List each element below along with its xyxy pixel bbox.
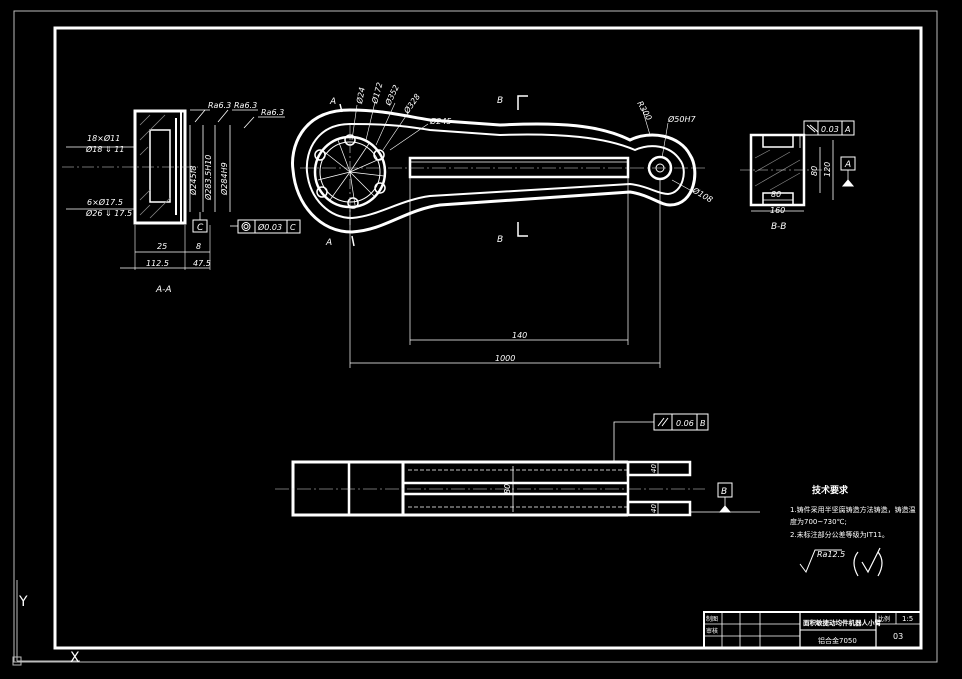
tech-req-line3: 2.未标注部分公差等级为IT11。 (790, 530, 889, 539)
bottom-tol-value: 0.06 (676, 419, 694, 428)
main-dim-d50: Ø50H7 (667, 114, 696, 124)
main-dim-1000: 1000 (495, 354, 515, 363)
main-cut-b-top: B (497, 96, 503, 106)
bottom-view (275, 413, 760, 517)
connecting-rod-view (291, 95, 705, 368)
tb-title: 面积敏捷动均件机器人小臂 (803, 618, 882, 627)
aa-dia3: Ø284H9 (219, 162, 229, 196)
aa-holes-bot-cb: Ø26 ⇓ 17.5 (85, 208, 132, 218)
main-dim-d328: Ø328 (401, 92, 422, 116)
aa-dim-47: 47.5 (193, 259, 211, 268)
aa-dim-112: 112.5 (146, 259, 169, 268)
bb-datum: A (844, 160, 851, 170)
bb-dim-160: 160 (770, 206, 785, 215)
section-bb-view (740, 120, 856, 212)
aa-datum-c: C (197, 223, 204, 233)
bb-dim-80a: 80 (810, 166, 819, 176)
bb-dim-120: 120 (823, 162, 832, 177)
tech-req-title: 技术要求 (812, 484, 849, 496)
aa-tol-datum: C (290, 223, 296, 232)
main-dim-d245: Ø245 (429, 116, 452, 126)
title-block (703, 611, 922, 649)
bottom-dim-40b: 40 (650, 504, 658, 513)
axis-y-label: Y (18, 594, 28, 610)
bb-tol-datum: A (844, 125, 850, 134)
tb-scale-label: 比例 (878, 615, 890, 623)
bottom-dim-40a: 40 (650, 464, 658, 473)
aa-holes-top: 18×Ø11 (87, 133, 120, 143)
main-cut-a-bot: A (325, 238, 332, 248)
aa-ra2: Ra6.3 (234, 101, 257, 110)
tb-code: 03 (893, 632, 903, 641)
aa-tol-value: Ø0.03 (257, 222, 282, 232)
main-dim-d108: Ø108 (690, 185, 715, 205)
aa-dia2: Ø283.5H10 (203, 155, 213, 201)
roughness-symbol (799, 547, 883, 577)
aa-dia1: Ø245f8 (188, 166, 198, 196)
bb-section-label: B-B (771, 222, 786, 232)
aa-dim-8: 8 (196, 242, 201, 251)
main-dim-d172: Ø172 (369, 81, 385, 105)
roughness-ra: Ra12.5 (817, 550, 845, 559)
outer-frame (13, 10, 938, 663)
inner-frame (53, 26, 923, 650)
main-dim-r300: R300 (635, 100, 653, 123)
main-dim-d352: Ø352 (382, 83, 401, 108)
ucs-icon (12, 580, 80, 666)
aa-holes-bot: 6×Ø17.5 (87, 197, 123, 207)
aa-dim-25: 25 (157, 242, 167, 251)
main-dim-d24: Ø24 (354, 86, 367, 105)
aa-holes-top-cb: Ø18 ⇓ 11 (85, 144, 124, 154)
section-aa-view (62, 109, 301, 270)
main-cut-a-top: A (329, 97, 336, 107)
axis-x-label: X (70, 650, 80, 666)
bottom-tol-datum: B (700, 419, 706, 428)
main-dim-140: 140 (512, 331, 527, 340)
tb-draw-label: 制图 (706, 615, 718, 623)
bb-dim-80b: 80 (771, 190, 781, 199)
tb-scale: 1:5 (902, 615, 913, 623)
aa-ra3: Ra6.3 (261, 108, 284, 117)
aa-ra1: Ra6.3 (208, 101, 231, 110)
tb-check-label: 审核 (706, 627, 718, 635)
tech-req-line2: 度为700~730℃; (790, 517, 847, 526)
bottom-dim-80: 80 (503, 484, 512, 494)
tech-req-line1: 1.铸件采用半坚腐铸造方法铸造，铸造温 (790, 505, 916, 514)
tb-material: 铝合金7050 (818, 636, 857, 645)
bottom-datum: B (721, 487, 727, 497)
bb-tol-value: 0.03 (821, 125, 839, 134)
aa-section-label: A-A (155, 285, 172, 295)
main-cut-b-bot: B (497, 235, 503, 245)
